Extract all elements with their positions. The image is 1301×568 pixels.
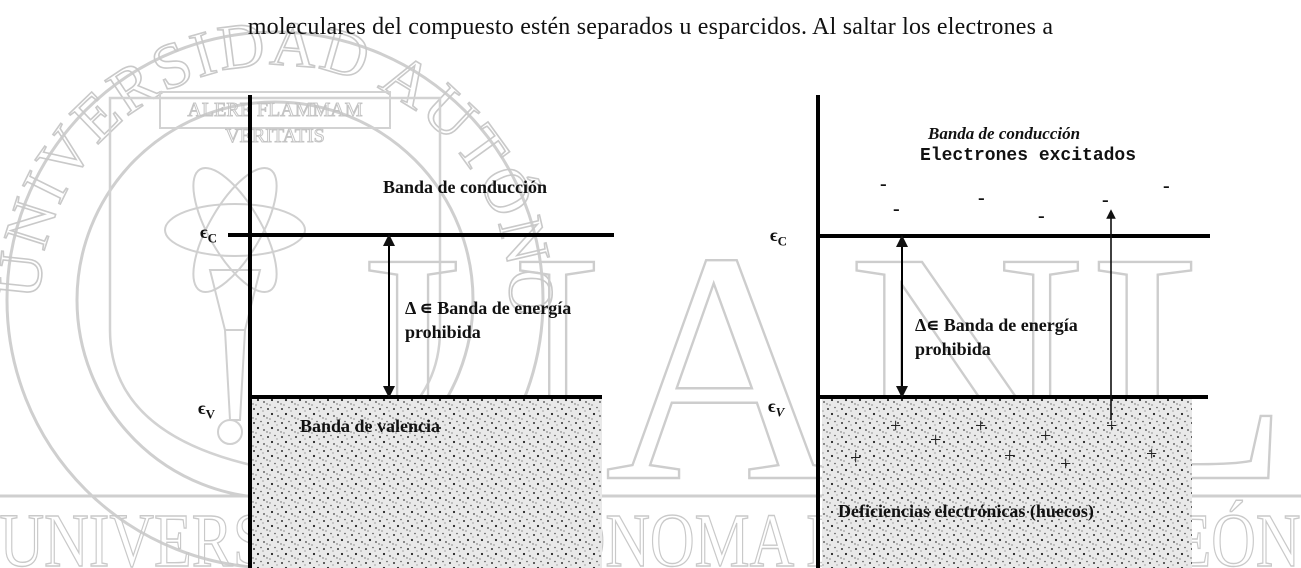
right-band-diagram: - - - - - - + + + + + + + + +: [816, 95, 1210, 568]
left-conduction-band-label: Banda de conducción: [383, 177, 548, 197]
left-band-diagram: [228, 95, 614, 568]
right-ev-label: ϵV: [768, 396, 784, 421]
left-valence-band-fill: [252, 397, 602, 568]
right-band-gap-label: Δ∊ Banda de energía prohibida: [915, 313, 1078, 361]
ec-subscript: C: [777, 233, 787, 249]
excited-electrons: - - - - - -: [880, 173, 1170, 227]
epsilon-symbol: ϵ: [770, 225, 778, 245]
hole-mark: +: [1146, 443, 1157, 465]
ev-subscript: V: [205, 406, 215, 422]
holes: + + + + + + + + +: [850, 415, 1157, 475]
hole-mark: +: [850, 447, 861, 469]
right-excited-electrons-label: Electrones excitados: [920, 146, 1137, 166]
right-valence-band-fill: [822, 398, 1192, 568]
electron-mark: -: [1102, 189, 1109, 211]
right-band-gap-label-line1: Δ∊ Banda de energía: [915, 315, 1078, 335]
epsilon-symbol: ϵ: [768, 396, 776, 416]
electron-mark: -: [880, 173, 887, 195]
left-valence-band-label: Banda de valencia: [300, 416, 441, 436]
ec-subscript: C: [207, 230, 217, 246]
hole-mark: +: [890, 415, 901, 437]
electron-mark: -: [978, 187, 985, 209]
left-ev-label: ϵV: [198, 398, 215, 423]
right-holes-label: Deficiencias electrónicas (huecos): [838, 501, 1094, 521]
hole-mark: +: [975, 415, 986, 437]
electron-mark: -: [1163, 175, 1170, 197]
left-band-gap-label: Δ ∊ Banda de energía prohibida: [405, 296, 571, 344]
intro-text-line: moleculares del compuesto estén separado…: [247, 14, 1054, 40]
electron-mark: -: [1038, 205, 1045, 227]
hole-mark: +: [1106, 415, 1117, 437]
right-conduction-band-label: Banda de conducción: [928, 124, 1081, 143]
hole-mark: +: [1060, 453, 1071, 475]
ev-subscript: V: [775, 404, 785, 420]
electron-mark: -: [893, 198, 900, 220]
hole-mark: +: [1004, 445, 1015, 467]
hole-mark: +: [930, 429, 941, 451]
right-ec-label: ϵC: [770, 225, 787, 250]
left-ec-label: ϵC: [200, 222, 217, 247]
hole-mark: +: [1040, 425, 1051, 447]
right-band-gap-label-line2: prohibida: [915, 339, 991, 359]
left-band-gap-label-line2: prohibida: [405, 322, 481, 342]
epsilon-symbol: ϵ: [200, 222, 208, 242]
epsilon-symbol: ϵ: [198, 398, 206, 418]
left-band-gap-label-line1: Δ ∊ Banda de energía: [405, 298, 572, 318]
